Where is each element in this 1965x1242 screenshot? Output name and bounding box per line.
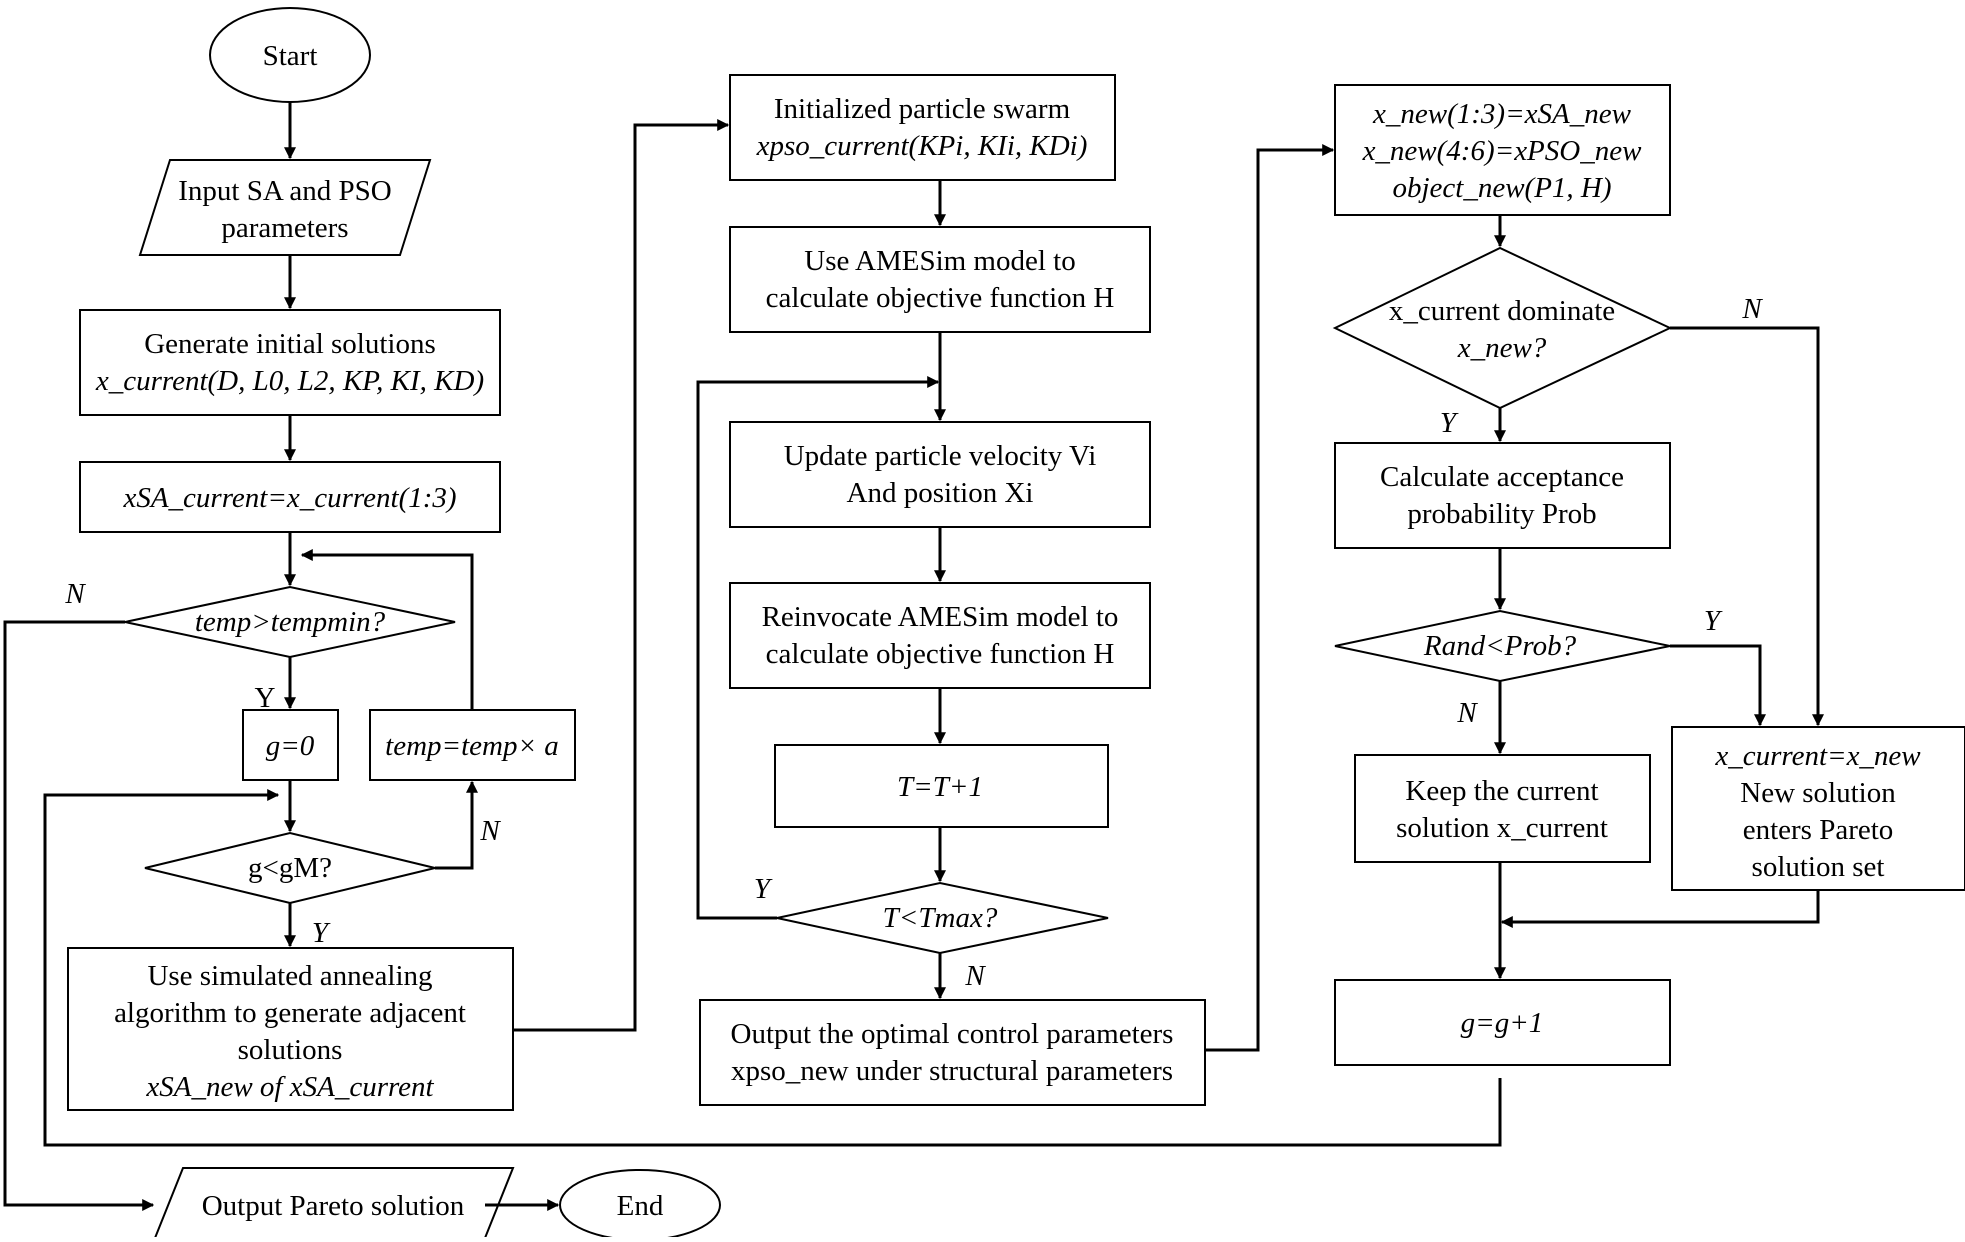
rand-no-label: N <box>1456 697 1478 729</box>
pso-output-line1: Output the optimal control parameters <box>731 1018 1174 1050</box>
g-check-label: g<gM? <box>248 852 332 884</box>
t-increment-box <box>774 744 1109 828</box>
t-yes-label: Y <box>754 873 773 905</box>
pso-init-line1: Initialized particle swarm <box>774 93 1071 125</box>
rand-check-label: Rand<Prob? <box>1423 630 1577 662</box>
g-increment-label: g=g+1 <box>1461 1007 1544 1039</box>
accept-line4: solution set <box>1752 851 1885 883</box>
new-solution-box <box>1334 84 1671 216</box>
t-no-label: N <box>964 960 986 992</box>
pso-init-box <box>729 74 1116 181</box>
input-label-line1: Input SA and PSO <box>178 175 392 207</box>
amesim-line2: calculate objective function H <box>766 282 1115 314</box>
update-line1: Update particle velocity Vi <box>784 440 1097 472</box>
temp-no-label: N <box>64 578 86 610</box>
amesim-evaluate-box <box>729 226 1151 333</box>
temp-update-box <box>369 709 576 781</box>
dominate-line2: x_new? <box>1457 332 1547 364</box>
new-solution-line3: object_new(P1, H) <box>1392 172 1611 204</box>
input-label-line2: parameters <box>221 212 348 244</box>
t-check-label: T<Tmax? <box>883 902 998 934</box>
g-no-label: N <box>479 815 501 847</box>
arrow-rand-yes <box>1670 644 1766 727</box>
new-solution-line2: x_new(4:6)=xPSO_new <box>1362 135 1643 167</box>
prob-line1: Calculate acceptance <box>1380 461 1624 493</box>
arrow-g-no-to-temp-update <box>435 780 478 870</box>
pso-output-box <box>699 999 1206 1106</box>
generate-initial-solutions-box <box>79 309 501 416</box>
sa-generate-line3: solutions <box>238 1034 343 1066</box>
arrow-g-increment-loop <box>43 789 1502 1147</box>
g-increment-box <box>1334 979 1671 1066</box>
arrow-accept-merge <box>1500 890 1820 928</box>
temp-update-label: temp=temp× a <box>385 730 559 762</box>
dominate-no-label: N <box>1741 293 1763 325</box>
reinvoke-line2: calculate objective function H <box>766 638 1115 670</box>
t-increment-label: T=T+1 <box>897 771 983 803</box>
keep-line1: Keep the current <box>1405 775 1598 807</box>
generate-label-line1: Generate initial solutions <box>144 328 436 360</box>
arrow-sa-to-pso <box>513 119 730 1032</box>
dominate-line1: x_current dominate <box>1389 295 1615 327</box>
accept-line2: New solution <box>1740 777 1896 809</box>
reinvoke-line1: Reinvocate AMESim model to <box>762 601 1119 633</box>
sa-generate-line4: xSA_new of xSA_current <box>145 1071 434 1103</box>
arrow-temp-update-loop <box>300 549 474 710</box>
g-zero-box <box>242 709 339 781</box>
sa-generate-neighbor-box <box>67 947 514 1111</box>
sa-generate-line2: algorithm to generate adjacent <box>114 997 466 1029</box>
accept-line3: enters Pareto <box>1743 814 1894 846</box>
update-line2: And position Xi <box>847 477 1034 509</box>
arrow-temp-no-to-output <box>3 620 155 1211</box>
dominate-yes-label: Y <box>1440 407 1459 439</box>
input-parameters-box <box>138 159 432 256</box>
accept-line1: x_current=x_new <box>1714 740 1921 772</box>
temp-check-label: temp>tempmin? <box>195 606 386 638</box>
prob-line2: probability Prob <box>1407 498 1596 530</box>
g-yes-label: Y <box>312 917 331 949</box>
start-label: Start <box>263 40 318 72</box>
sa-assign-label: xSA_current=x_current(1:3) <box>122 482 456 514</box>
dominate-check-decision <box>1332 246 1673 410</box>
output-pareto-label: Output Pareto solution <box>202 1190 465 1222</box>
g-zero-label: g=0 <box>266 730 315 762</box>
sa-generate-line1: Use simulated annealing <box>147 960 432 992</box>
temp-check-decision <box>124 585 456 659</box>
pso-output-line2: xpso_new under structural parameters <box>731 1055 1173 1087</box>
amesim-line1: Use AMESim model to <box>804 245 1075 277</box>
update-particle-box <box>729 421 1151 528</box>
t-check-decision <box>776 881 1109 955</box>
keep-line2: solution x_current <box>1396 812 1608 844</box>
keep-current-box <box>1354 754 1651 863</box>
end-label: End <box>617 1190 664 1222</box>
arrow-dominate-no <box>1670 326 1824 727</box>
arrow-pso-to-new-solution <box>1205 144 1335 1052</box>
reinvoke-amesim-box <box>729 582 1151 689</box>
acceptance-prob-box <box>1334 442 1671 549</box>
rand-yes-label: Y <box>1704 605 1723 637</box>
new-solution-line1: x_new(1:3)=xSA_new <box>1372 98 1632 130</box>
generate-label-line2: x_current(D, L0, L2, KP, KI, KD) <box>95 365 484 397</box>
pso-init-line2: xpso_current(KPi, KIi, KDi) <box>756 130 1088 162</box>
temp-yes-label: Y <box>255 682 276 714</box>
sa-assign-box <box>79 461 501 533</box>
arrow-t-yes-loop <box>696 376 940 920</box>
